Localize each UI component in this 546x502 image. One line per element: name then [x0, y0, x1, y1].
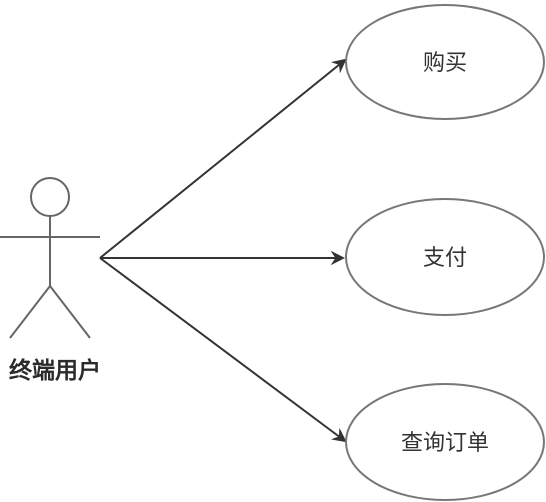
- actor-head: [30, 177, 70, 217]
- use-case-query-order[interactable]: 查询订单: [345, 383, 545, 501]
- use-case-purchase[interactable]: 购买: [345, 4, 545, 120]
- association-arrow-query-order[interactable]: [99, 257, 345, 441]
- use-case-label: 支付: [423, 246, 467, 271]
- actor-left-leg: [9, 285, 51, 339]
- use-case-ellipse: [345, 198, 545, 316]
- use-case-ellipse: [345, 383, 545, 501]
- actor-name-label: 终端用户: [9, 358, 101, 384]
- actor-right-leg: [49, 285, 91, 339]
- use-case-label: 购买: [423, 51, 467, 76]
- use-case-ellipse: [345, 4, 545, 120]
- use-case-label: 查询订单: [401, 431, 489, 456]
- use-case-payment[interactable]: 支付: [345, 198, 545, 316]
- actor-figure[interactable]: [0, 177, 100, 339]
- association-arrow-purchase[interactable]: [99, 60, 345, 259]
